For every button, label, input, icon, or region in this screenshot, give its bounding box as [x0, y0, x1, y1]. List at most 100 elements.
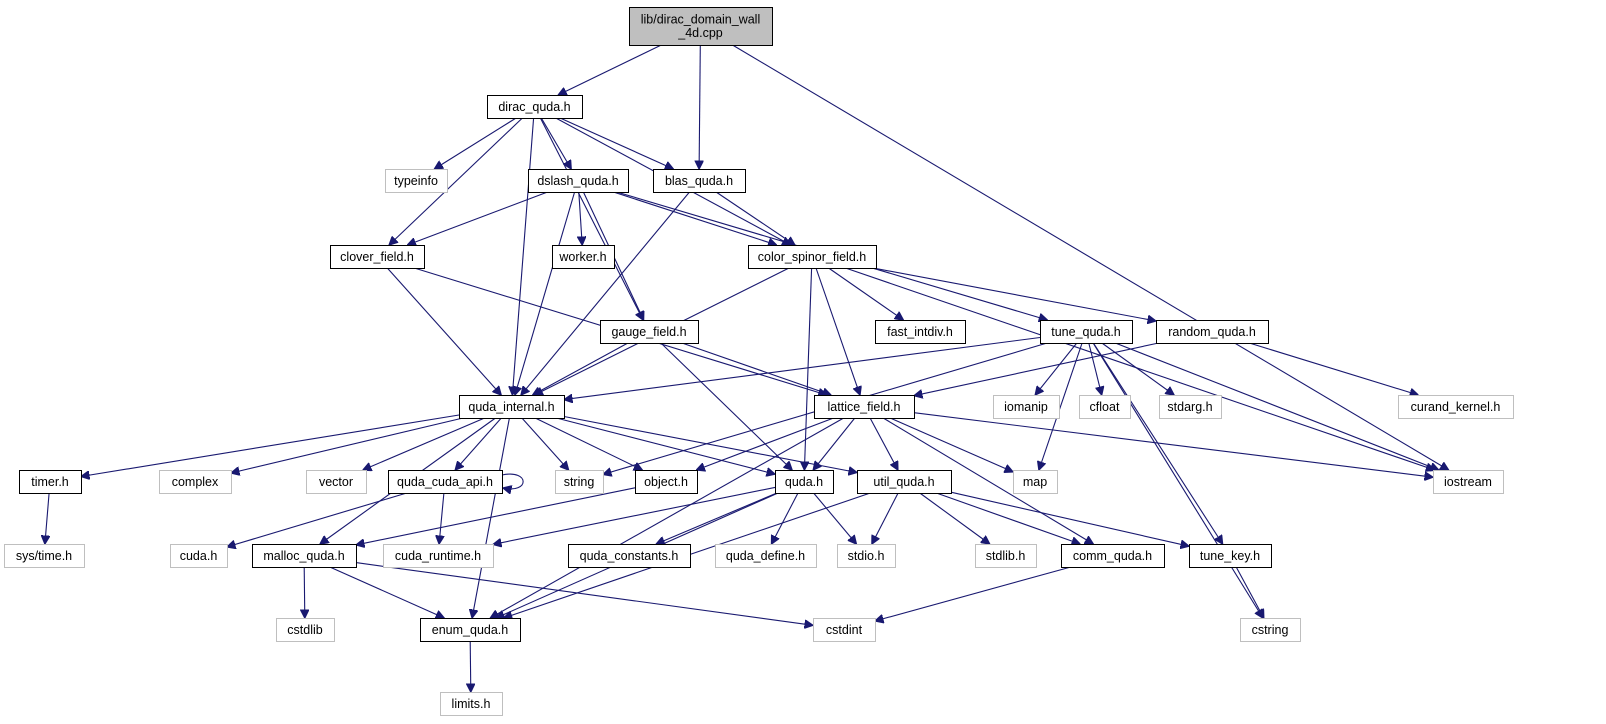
- node-cfloat: cfloat: [1079, 395, 1131, 419]
- node-color-spinor-field-h[interactable]: color_spinor_field.h: [748, 245, 877, 269]
- edge-tune_quda_h-to-cstring: [1092, 342, 1263, 618]
- node-lattice-field-h[interactable]: lattice_field.h: [814, 395, 915, 419]
- node-util-quda-h[interactable]: util_quda.h: [857, 470, 952, 494]
- node-label: iostream: [1444, 475, 1492, 489]
- node-label: stdio.h: [848, 549, 885, 563]
- node-box: [252, 544, 357, 568]
- node-label: complex: [172, 475, 219, 489]
- node-label: dirac_quda.h: [498, 100, 570, 114]
- node-clover-field-h[interactable]: clover_field.h: [330, 245, 425, 269]
- node-gauge-field-h[interactable]: gauge_field.h: [600, 320, 699, 344]
- node-box: [1398, 395, 1514, 419]
- edge-tune_quda_h-to-quda_internal_h: [564, 336, 1041, 400]
- edge-clover_field_h-to-quda_internal_h: [386, 267, 501, 395]
- edges-layer: [45, 44, 1449, 692]
- node-worker-h[interactable]: worker.h: [552, 245, 615, 269]
- node-enum-quda-h[interactable]: enum_quda.h: [420, 618, 521, 642]
- edge-lattice_field_h-to-object_h: [696, 417, 834, 470]
- node-complex: complex: [159, 470, 232, 494]
- edge-dslash_quda_h-to-worker_h: [579, 191, 582, 245]
- node-cuda-runtime-h: cuda_runtime.h: [383, 544, 494, 568]
- edge-malloc_quda_h-to-cstdint: [355, 562, 813, 626]
- node-label: tune_quda.h: [1051, 325, 1121, 339]
- edge-tune_quda_h-to-map: [1039, 342, 1083, 470]
- node-cuda-h: cuda.h: [170, 544, 228, 568]
- node-random-quda-h[interactable]: random_quda.h: [1156, 320, 1269, 344]
- node-label: timer.h: [31, 475, 69, 489]
- edge-enum_quda_h-to-limits_h: [470, 640, 471, 692]
- node-label: enum_quda.h: [432, 623, 509, 637]
- node-label: quda_define.h: [726, 549, 805, 563]
- node-box: [385, 169, 448, 193]
- edge-color_spinor_field_h-to-lattice_field_h: [815, 267, 860, 395]
- node-malloc-quda-h[interactable]: malloc_quda.h: [252, 544, 357, 568]
- nodes-layer: lib/dirac_domain_wall_4d.cpp dirac_quda.h…: [4, 7, 1514, 716]
- node-label: quda.h: [785, 475, 823, 489]
- node-label: map: [1023, 475, 1047, 489]
- edge-color_spinor_field_h-to-quda_h: [804, 267, 813, 470]
- edge-quda_internal_h-to-complex: [231, 417, 464, 473]
- node-fast-intdiv-h[interactable]: fast_intdiv.h: [875, 320, 966, 344]
- edge-object_h-to-malloc_quda_h: [356, 487, 636, 545]
- node-quda-cuda-api-h[interactable]: quda_cuda_api.h: [388, 470, 503, 494]
- node-box: [629, 7, 773, 46]
- node-label: quda_cuda_api.h: [397, 475, 493, 489]
- node-box: [1040, 320, 1133, 344]
- edge-quda_internal_h-to-util_quda_h: [563, 415, 857, 473]
- edge-quda_h-to-quda_constants_h: [656, 492, 778, 544]
- node-label: string: [564, 475, 595, 489]
- edge-quda_internal_h-to-vector: [363, 417, 485, 470]
- edge-tune_key_h-to-cstring: [1235, 566, 1264, 618]
- node-stdio-h: stdio.h: [837, 544, 896, 568]
- edge-random_quda_h-to-lattice_field_h: [914, 342, 1159, 396]
- node-vector: vector: [306, 470, 367, 494]
- node-tune-quda-h[interactable]: tune_quda.h: [1040, 320, 1133, 344]
- edge-quda_h-to-cuda_runtime_h: [493, 486, 776, 544]
- edge-dirac_quda_h-to-dslash_quda_h: [540, 117, 571, 169]
- edge-comm_quda_h-to-cstdint: [875, 566, 1071, 621]
- node-label: malloc_quda.h: [263, 549, 344, 563]
- node-tune-key-h[interactable]: tune_key.h: [1189, 544, 1272, 568]
- node-map: map: [1013, 470, 1058, 494]
- node-dslash-quda-h[interactable]: dslash_quda.h: [528, 169, 629, 193]
- edge-gauge_field_h-to-lattice_field_h: [681, 342, 831, 395]
- node-label: limits.h: [452, 697, 491, 711]
- node-comm-quda-h[interactable]: comm_quda.h: [1061, 544, 1165, 568]
- edge-util_quda_h-to-stdio_h: [872, 492, 899, 544]
- node-object-h[interactable]: object.h: [635, 470, 698, 494]
- node-box: [635, 470, 698, 494]
- node-box: [600, 320, 699, 344]
- node-box: [459, 395, 565, 419]
- node-cstring: cstring: [1240, 618, 1301, 642]
- node-quda-internal-h[interactable]: quda_internal.h: [459, 395, 565, 419]
- node-label: _4d.cpp: [677, 26, 723, 40]
- node-box: [1079, 395, 1131, 419]
- node-quda-constants-h[interactable]: quda_constants.h: [568, 544, 691, 568]
- node-label: quda_internal.h: [468, 400, 554, 414]
- edge-quda_internal_h-to-quda_h: [556, 417, 775, 474]
- edge-root-to-dirac_quda_h: [558, 44, 662, 95]
- node-quda-h[interactable]: quda.h: [775, 470, 834, 494]
- node-timer-h[interactable]: timer.h: [19, 470, 82, 494]
- edge-lattice_field_h-to-iostream: [913, 412, 1433, 478]
- edge-dirac_quda_h-to-typeinfo: [434, 117, 517, 169]
- edge-util_quda_h-to-stdlib_h: [919, 492, 990, 544]
- edge-color_spinor_field_h-to-random_quda_h: [873, 267, 1156, 321]
- node-box: [4, 544, 85, 568]
- edge-dirac_quda_h-to-gauge_field_h: [539, 117, 643, 320]
- node-cstdlib: cstdlib: [276, 618, 335, 642]
- node-blas-quda-h[interactable]: blas_quda.h: [653, 169, 746, 193]
- edge-quda_internal_h-to-string: [521, 417, 569, 470]
- node-box: [568, 544, 691, 568]
- edge-quda_internal_h-to-enum_quda_h: [472, 417, 510, 618]
- node-root[interactable]: lib/dirac_domain_wall_4d.cpp: [629, 7, 773, 46]
- node-stdlib-h: stdlib.h: [975, 544, 1037, 568]
- edge-malloc_quda_h-to-enum_quda_h: [329, 566, 444, 618]
- node-box: [330, 245, 425, 269]
- node-box: [440, 692, 503, 716]
- edge-tune_quda_h-to-iomanip: [1035, 342, 1078, 395]
- node-label: quda_constants.h: [580, 549, 679, 563]
- node-box: [653, 169, 746, 193]
- node-dirac-quda-h[interactable]: dirac_quda.h: [487, 95, 583, 119]
- node-box: [715, 544, 817, 568]
